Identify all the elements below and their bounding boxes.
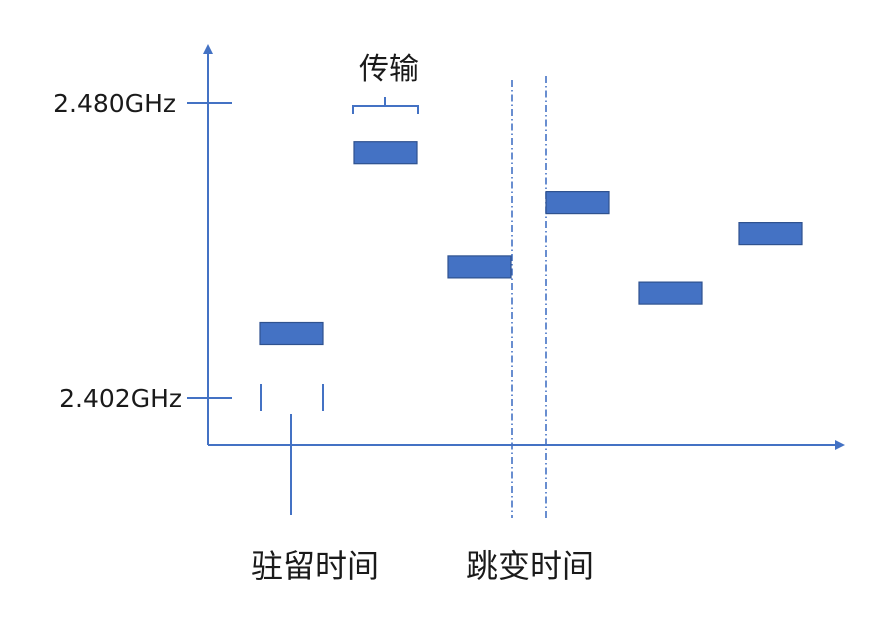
transmission-block-6	[738, 222, 803, 246]
transmission-block-3	[447, 255, 512, 279]
dwell-time-label: 驻留时间	[251, 547, 379, 585]
freq-low-label: 2.402GHz	[59, 384, 182, 413]
transmission-bracket	[352, 97, 419, 114]
transmission-block-5	[638, 281, 703, 305]
freq-high-label: 2.480GHz	[53, 89, 176, 118]
transmission-block-2	[353, 141, 418, 165]
transmission-blocks	[259, 141, 803, 346]
transmission-block-4	[545, 191, 610, 215]
transmission-block-1	[259, 321, 324, 346]
hop-time-label: 跳变时间	[466, 547, 594, 585]
transmission-label: 传输	[359, 52, 419, 87]
